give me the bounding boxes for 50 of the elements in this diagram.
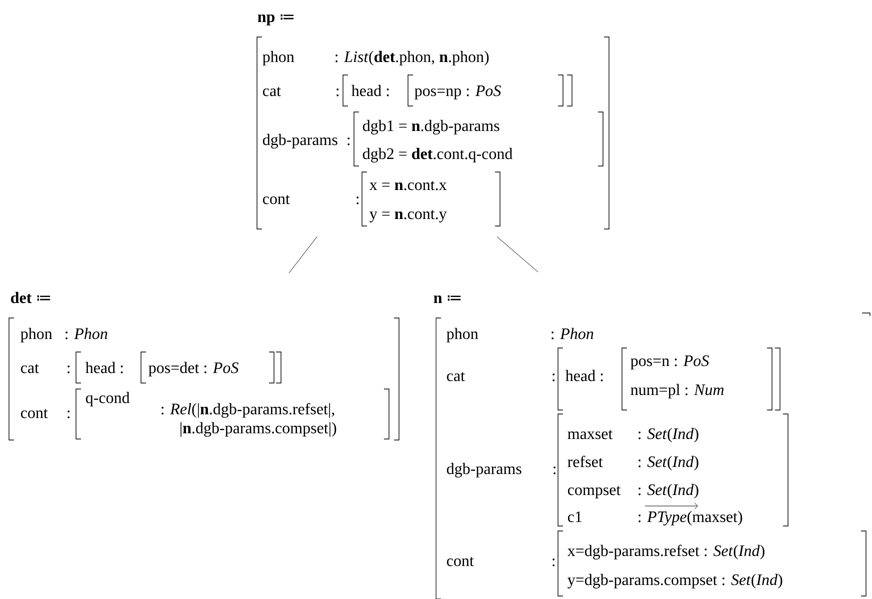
feature-name: dgb-params <box>262 134 338 148</box>
feature-name: cont <box>20 409 48 418</box>
feature-name: head : <box>352 84 389 96</box>
colon: : <box>552 558 554 566</box>
feature-value: : Rel(|n.dgb-params.refset|, |n.dgb-params.compset|) <box>162 403 336 437</box>
feature-value: : Set(Ind) <box>638 428 698 442</box>
feature-name: dgb-params <box>446 462 522 478</box>
feature-value: x=dgb-params.refset : Set(Ind) <box>568 544 764 560</box>
colon: : <box>552 373 554 382</box>
feature-value: : Phon <box>552 328 594 340</box>
colon: : <box>68 365 70 374</box>
colon: : <box>356 196 358 204</box>
feature-value: : Phon <box>66 328 108 340</box>
feature-name: maxset <box>568 430 613 440</box>
feature-name: phon <box>20 328 52 342</box>
feature-value: dgb2 = det.cont.q-cond <box>362 148 512 162</box>
feature-name: cat <box>262 87 281 96</box>
feature-name: cont <box>446 557 474 566</box>
feature-name: refset <box>568 456 603 468</box>
colon: : <box>68 410 70 418</box>
feature-value: num=pl : Num <box>630 384 724 398</box>
feature-value: x = n.cont.x <box>370 181 447 190</box>
feature-name: head : <box>86 362 123 374</box>
feature-value: pos=np : PoS <box>414 85 501 100</box>
feature-value: pos=n : PoS <box>630 355 709 370</box>
feature-name: cat <box>20 364 39 374</box>
feature-name: head : <box>566 370 603 382</box>
colon: : <box>336 88 338 96</box>
feature-name: cont <box>262 195 290 204</box>
feature-value: : List(det.phon, n.phon) <box>336 50 489 66</box>
feature-value: y = n.cont.y <box>370 210 447 222</box>
feature-value: y=dgb-params.compset : Set(Ind) <box>568 574 782 588</box>
feature-value: dgb1 = n.dgb-params <box>362 120 500 134</box>
tree-branch <box>288 236 318 274</box>
feature-name: compset <box>568 486 621 498</box>
feature-name: phon <box>262 50 294 66</box>
feature-value: : Set(Ind) <box>638 484 698 498</box>
feature-value: : Set(Ind) <box>638 456 698 470</box>
avm-heading: n ≔ <box>434 295 461 303</box>
feature-value: pos=det : PoS <box>148 362 238 376</box>
avm-heading: det ≔ <box>11 292 50 304</box>
colon: : <box>348 137 350 146</box>
feature-name: q-cond <box>86 392 130 406</box>
avm-heading: np ≔ <box>258 14 294 26</box>
feature-name: c1 <box>568 511 582 522</box>
colon: : <box>554 466 556 474</box>
feature-value: : PType(maxset) <box>638 510 742 526</box>
feature-name: cat <box>446 372 465 382</box>
tree-branch <box>496 236 538 272</box>
feature-name: phon <box>446 328 478 342</box>
